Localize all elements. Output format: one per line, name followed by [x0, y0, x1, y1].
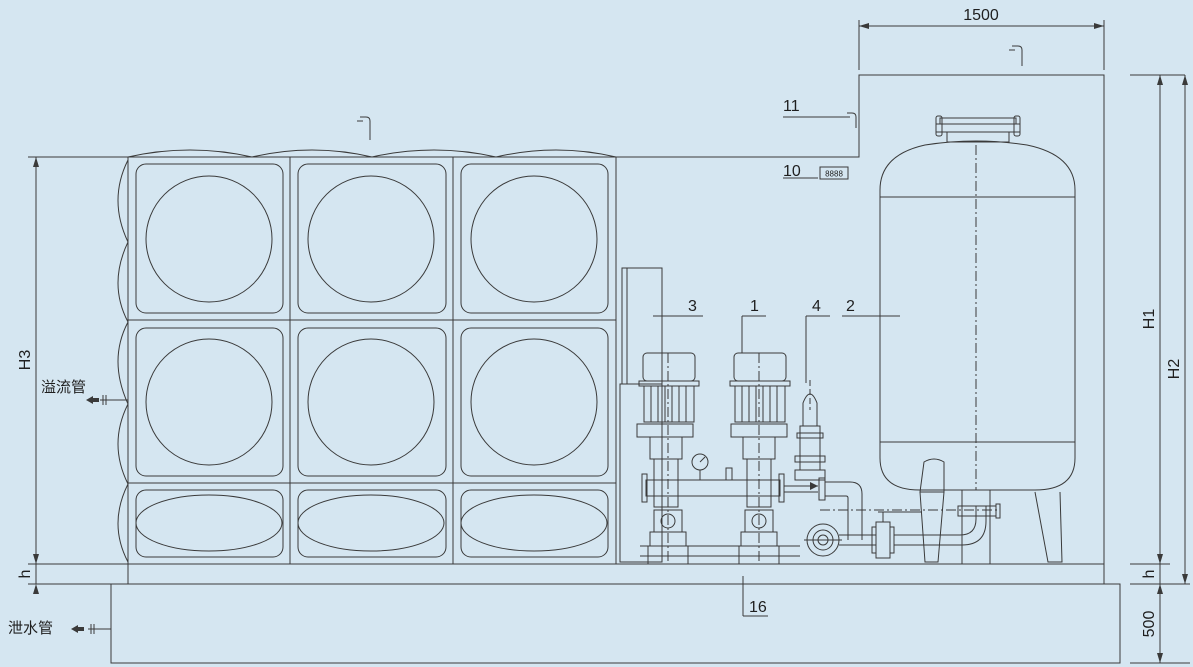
dim-h2-label: H2	[1166, 359, 1183, 380]
overflow-arrow-icon	[86, 396, 93, 404]
callout-11: 11	[783, 98, 800, 115]
drain-arrow-icon	[71, 625, 78, 633]
pump-1	[729, 352, 791, 565]
callout-3: 3	[688, 298, 697, 315]
pump-3	[636, 352, 700, 565]
level-display	[819, 166, 849, 180]
drain-pipe-label: 泄水管	[8, 620, 53, 637]
concrete-base	[110, 583, 1121, 664]
water-tank	[117, 149, 617, 565]
pressure-tank	[879, 115, 1076, 564]
pressure-gauge-icon	[691, 453, 709, 471]
gate-valve	[875, 521, 891, 559]
dim-1500-label: 1500	[963, 7, 999, 24]
discharge-manifold	[645, 479, 781, 497]
control-box	[621, 267, 663, 385]
tank-vent-icon	[360, 116, 371, 140]
dim-500-label: 500	[1141, 611, 1158, 638]
flow-arrow-icon	[810, 482, 818, 490]
dim-h1-label: H1	[1141, 309, 1158, 330]
callout-4: 4	[812, 298, 821, 315]
dim-h3-label: H3	[17, 350, 34, 371]
vent-icon	[847, 112, 857, 128]
equipment-skid	[127, 563, 1105, 585]
dim-h-right-label: h	[1141, 570, 1158, 579]
callout-10: 10	[783, 163, 801, 180]
overflow-pipe-label: 溢流管	[41, 379, 86, 396]
callout-16: 16	[749, 599, 767, 616]
control-cabinet-outline	[616, 74, 1105, 564]
callout-1: 1	[750, 298, 759, 315]
callout-2: 2	[846, 298, 855, 315]
level-display-digits: 8888	[825, 170, 843, 179]
dim-h-left-label: h	[17, 570, 34, 579]
